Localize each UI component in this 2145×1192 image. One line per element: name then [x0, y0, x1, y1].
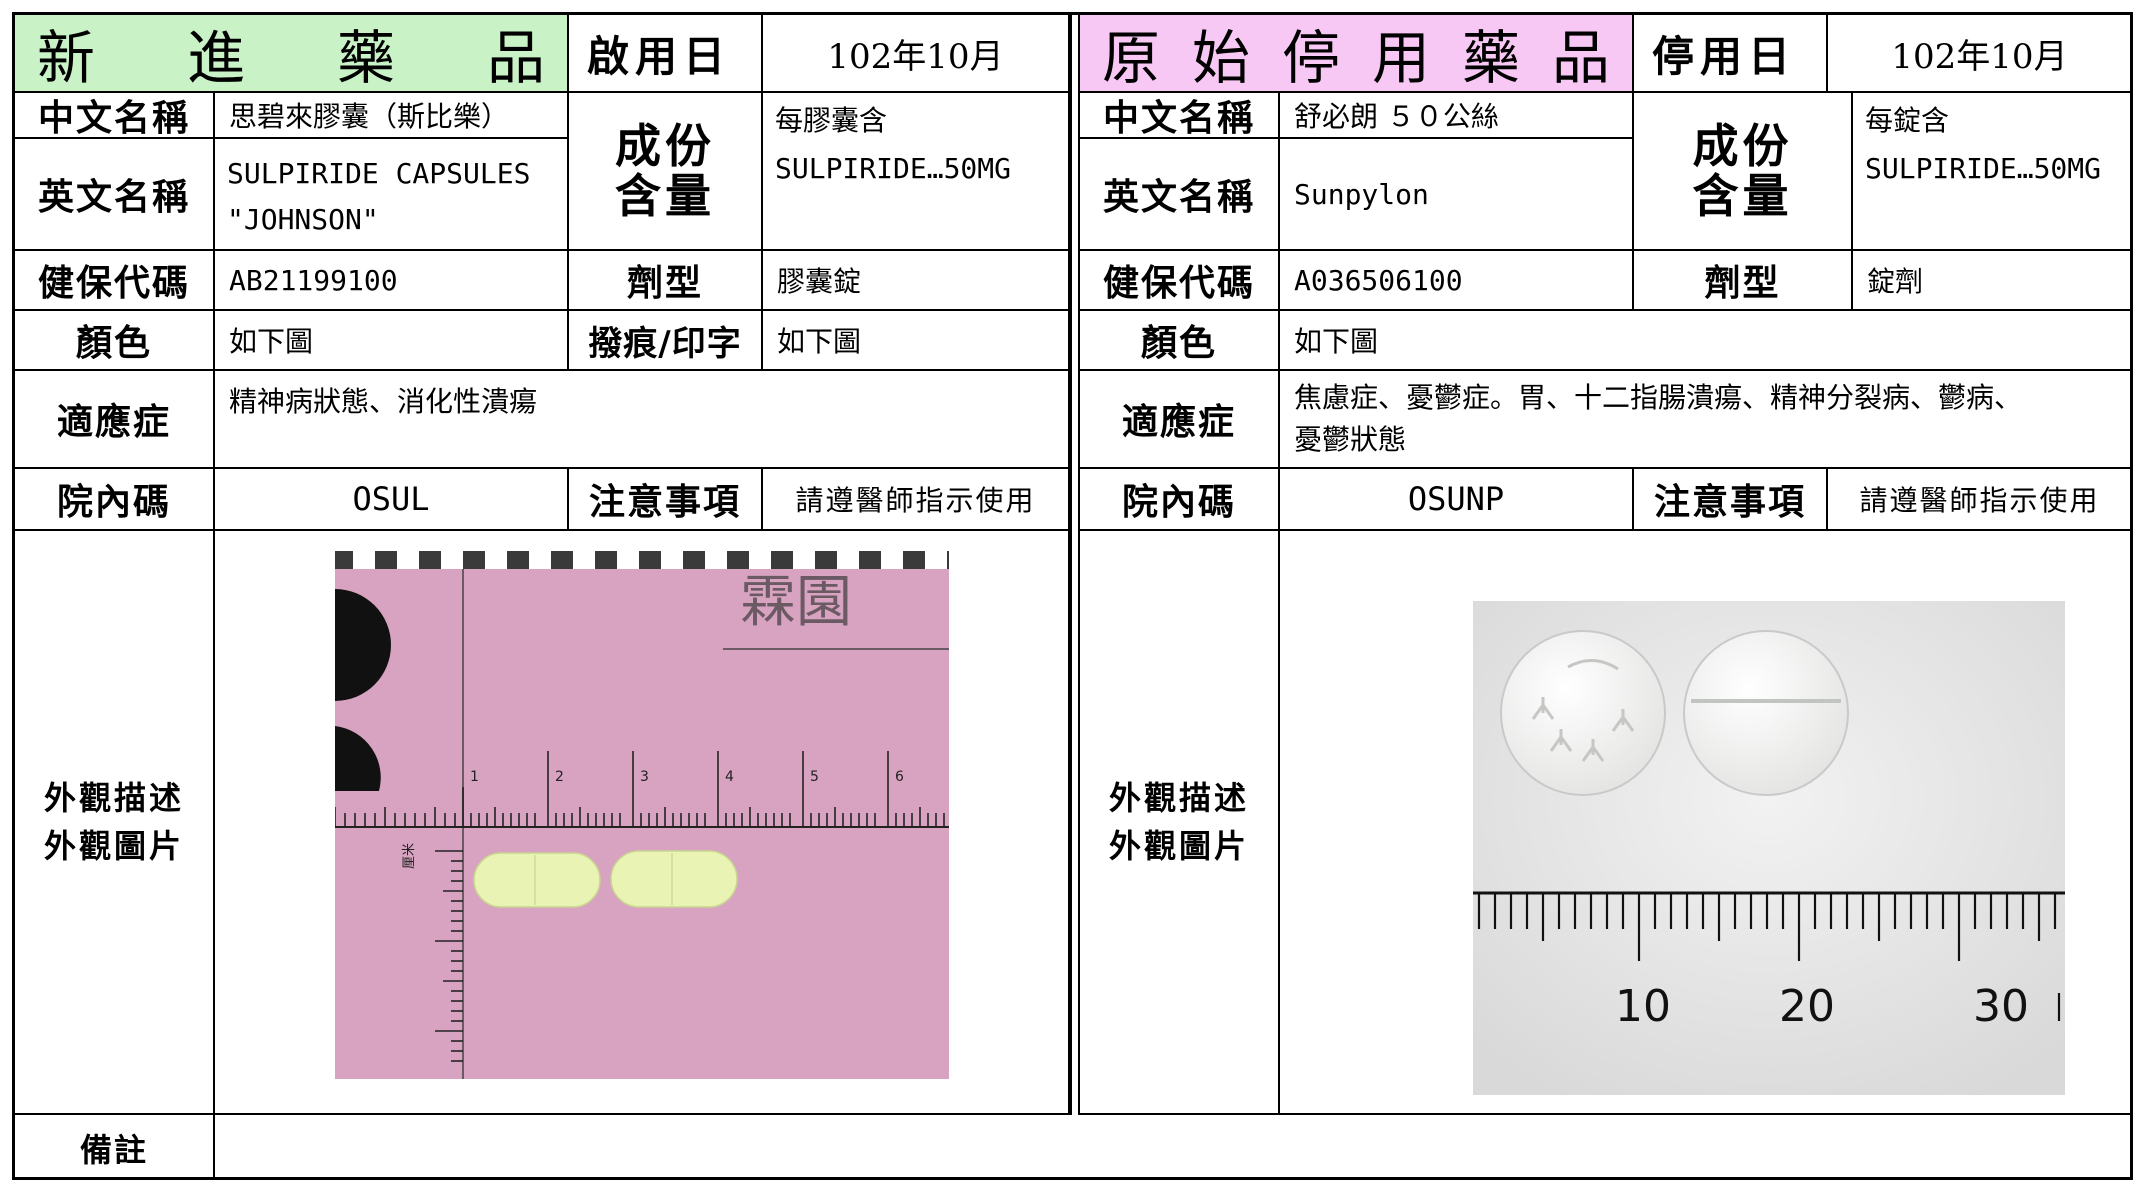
composition-label: 成份 含量	[1634, 93, 1853, 251]
title-char: 藥	[1461, 24, 1520, 92]
composition-line: SULPIRIDE…50MG	[1865, 152, 2102, 185]
stop-date-label: 停用日	[1634, 15, 1828, 93]
title-char: 品	[486, 24, 545, 92]
nhi-code-label: 健保代碼	[1080, 251, 1280, 311]
title-char: 品	[1551, 24, 1610, 92]
composition-value: 每膠囊含 SULPIRIDE…50MG	[763, 93, 1070, 251]
nhi-code-label: 健保代碼	[15, 251, 215, 311]
composition-line: 每錠含	[1865, 104, 1950, 137]
indication-value: 焦慮症、憂鬱症。胃、十二指腸潰瘍、精神分裂病、鬱病、 憂鬱狀態	[1280, 371, 2133, 469]
hospital-code-label: 院內碼	[1080, 469, 1280, 531]
ruler-number: 4	[725, 769, 734, 785]
hospital-code-value: OSUL	[215, 469, 569, 531]
capsule-photo: 霖園	[335, 551, 949, 1079]
color-label: 顏色	[15, 311, 215, 371]
tablet-photo: 10 20 30	[1473, 601, 2065, 1095]
drug-change-notice: 新 進 藥 品 啟用日 102年10月 中文名稱 思碧來膠囊（斯比樂） 英文名稱…	[12, 12, 2133, 1180]
caution-value: 請遵醫師指示使用	[763, 469, 1070, 531]
composition-label-line: 含量	[1692, 169, 1793, 223]
start-date-label: 啟用日	[569, 15, 763, 93]
title-char: 停	[1281, 24, 1340, 92]
color-value: 如下圖	[215, 311, 569, 371]
composition-label-line: 含量	[615, 169, 715, 223]
capsule-1	[473, 852, 601, 908]
composition-value: 每錠含 SULPIRIDE…50MG	[1853, 93, 2133, 251]
appearance-label: 外觀描述 外觀圖片	[1080, 531, 1280, 1115]
en-name-value: Sunpylon	[1280, 139, 1634, 251]
appearance-label-line: 外觀圖片	[1108, 827, 1249, 865]
photo-stamp-text: 霖園	[740, 570, 852, 635]
start-date-value: 102年10月	[763, 15, 1070, 93]
ruler-number: 6	[895, 769, 904, 785]
ruler-number: 30	[1973, 981, 2029, 1032]
ruler-number: 3	[640, 769, 649, 785]
composition-label: 成份 含量	[569, 93, 763, 251]
title-char: 原	[1102, 24, 1161, 92]
score-imprint-value: 如下圖	[763, 311, 1070, 371]
caution-value: 請遵醫師指示使用	[1828, 469, 2133, 531]
panel-divider	[1070, 15, 1080, 1115]
side-ruler-text: 厘米	[402, 843, 417, 869]
appearance-label-line: 外觀圖片	[43, 827, 184, 865]
nhi-code-value: A036506100	[1280, 251, 1634, 311]
caution-label: 注意事項	[569, 469, 763, 531]
en-name-line: "JOHNSON"	[227, 203, 379, 236]
appearance-label: 外觀描述 外觀圖片	[15, 531, 215, 1115]
indication-value: 精神病狀態、消化性潰瘍	[215, 371, 1070, 469]
tablet-back	[1683, 630, 1849, 796]
indication-label: 適應症	[1080, 371, 1280, 469]
en-name-label: 英文名稱	[15, 139, 215, 251]
ruler-number: 1	[470, 769, 479, 785]
title-char: 用	[1371, 24, 1430, 92]
capsule-2	[610, 850, 738, 908]
remarks-value	[215, 1115, 2133, 1180]
title-char: 新	[37, 24, 96, 92]
new-drug-title: 新 進 藥 品	[15, 15, 569, 93]
hospital-code-label: 院內碼	[15, 469, 215, 531]
title-char: 進	[186, 24, 245, 92]
appearance-label-line: 外觀描述	[1108, 779, 1249, 817]
cn-name-label: 中文名稱	[1080, 93, 1280, 139]
composition-label-line: 成份	[615, 119, 715, 173]
remarks-label: 備註	[15, 1115, 215, 1180]
composition-line: 每膠囊含	[775, 104, 888, 137]
indication-line: 焦慮症、憂鬱症。胃、十二指腸潰瘍、精神分裂病、鬱病、	[1294, 381, 2023, 414]
title-char: 藥	[336, 24, 395, 92]
en-name-line: SULPIRIDE CAPSULES	[227, 157, 531, 190]
en-name-value: SULPIRIDE CAPSULES "JOHNSON"	[215, 139, 569, 251]
hospital-code-value: OSUNP	[1280, 469, 1634, 531]
cn-name-value: 舒必朗 ５０公絲	[1280, 93, 1634, 139]
discontinued-drug-title: 原 始 停 用 藥 品	[1080, 15, 1634, 93]
title-char: 始	[1191, 24, 1250, 92]
composition-label-line: 成份	[1692, 119, 1793, 173]
stop-date-value: 102年10月	[1828, 15, 2133, 93]
cn-name-label: 中文名稱	[15, 93, 215, 139]
tablet-front	[1500, 630, 1666, 796]
dosage-form-value: 膠囊錠	[763, 251, 1070, 311]
ruler-number: 10	[1615, 981, 1671, 1032]
color-value: 如下圖	[1280, 311, 2133, 371]
appearance-photo-cell: 霖園	[215, 531, 1070, 1115]
cn-name-value: 思碧來膠囊（斯比樂）	[215, 93, 569, 139]
dosage-form-label: 劑型	[569, 251, 763, 311]
score-imprint-label: 撥痕/印字	[569, 311, 763, 371]
color-label: 顏色	[1080, 311, 1280, 371]
appearance-label-line: 外觀描述	[43, 779, 184, 817]
indication-label: 適應症	[15, 371, 215, 469]
dosage-form-label: 劑型	[1634, 251, 1853, 311]
ruler-number: 5	[810, 769, 819, 785]
dosage-form-value: 錠劑	[1853, 251, 2133, 311]
en-name-label: 英文名稱	[1080, 139, 1280, 251]
ruler-number: 2	[555, 769, 564, 785]
ruler-number: 20	[1779, 981, 1835, 1032]
nhi-code-value: AB21199100	[215, 251, 569, 311]
caution-label: 注意事項	[1634, 469, 1828, 531]
composition-line: SULPIRIDE…50MG	[775, 152, 1012, 185]
appearance-photo-cell: 10 20 30	[1280, 531, 2133, 1115]
indication-line: 憂鬱狀態	[1294, 423, 1407, 456]
